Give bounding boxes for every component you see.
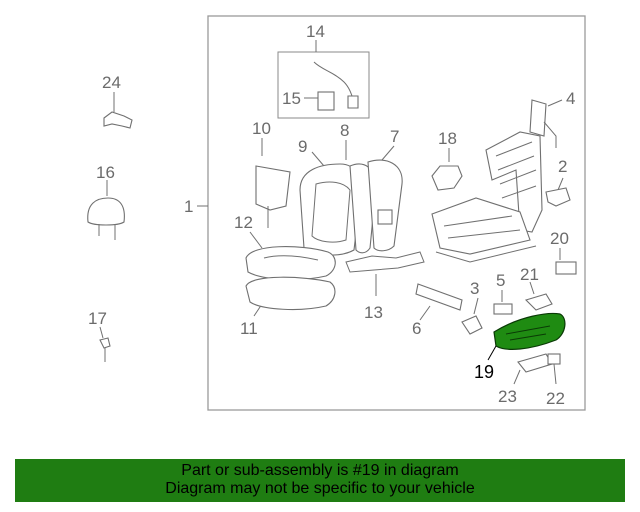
- diagram-frame: [207, 15, 586, 411]
- callout-12: 12: [234, 213, 253, 232]
- callout-3: 3: [470, 279, 479, 298]
- part-10-panel: [255, 138, 291, 228]
- part-11-cushion-pad: [245, 276, 336, 317]
- banner-line-part: Part or sub-assembly is #19 in diagram: [181, 462, 459, 479]
- part-24-bracket: [103, 92, 133, 129]
- callout-8: 8: [340, 121, 349, 140]
- callout-5: 5: [496, 271, 505, 290]
- part-23-bracket: [513, 353, 553, 385]
- part-20-switch: [555, 248, 577, 275]
- part-21-bracket: [524, 281, 553, 311]
- part-16-headrest: [87, 180, 125, 240]
- callout-14: 14: [306, 22, 325, 41]
- banner-line-disclaimer: Diagram may not be specific to your vehi…: [165, 480, 475, 497]
- callout-2: 2: [558, 157, 567, 176]
- part-22-clip: [547, 353, 561, 385]
- part-14-15-harness: [304, 61, 359, 111]
- callout-23: 23: [498, 387, 517, 406]
- vehicle-fit-banner: Part or sub-assembly is #19 in diagram D…: [15, 459, 625, 502]
- seat-frame-assembly: [431, 131, 543, 263]
- callout-6: 6: [412, 319, 421, 338]
- callout-11: 11: [240, 319, 258, 338]
- callout-22: 22: [546, 389, 565, 408]
- part-18-bracket: [431, 148, 463, 191]
- part-19-shield: [487, 312, 566, 361]
- part-3-cover: [461, 297, 483, 335]
- callout-7: 7: [390, 127, 399, 146]
- part-5-clip: [493, 290, 513, 315]
- callout-4: 4: [566, 89, 575, 108]
- callout-9: 9: [298, 137, 307, 156]
- callout-20: 20: [550, 229, 569, 248]
- callout-16: 16: [96, 163, 115, 182]
- part-7-seatback-panel: [367, 145, 403, 252]
- callout-21: 21: [520, 265, 539, 284]
- callout-15: 15: [282, 89, 301, 108]
- parts-diagram: 1 2 3 4 5 6 7 8 9 10 11 12 13 14 15 16 1…: [87, 15, 586, 411]
- callout-10: 10: [252, 119, 271, 138]
- callout-17: 17: [88, 309, 107, 328]
- callout-13: 13: [364, 303, 383, 322]
- part-4-cover: [529, 99, 563, 148]
- part-13-wire-frame: [345, 251, 425, 296]
- callout-18: 18: [438, 129, 457, 148]
- part-17-bolt: [99, 326, 111, 362]
- callout-24: 24: [102, 73, 121, 92]
- callout-19: 19: [474, 362, 494, 382]
- subassembly-box-14: [277, 51, 370, 119]
- callout-1: 1: [184, 197, 193, 216]
- part-2-clip: [545, 177, 571, 207]
- part-6-rail-cover: [415, 283, 463, 321]
